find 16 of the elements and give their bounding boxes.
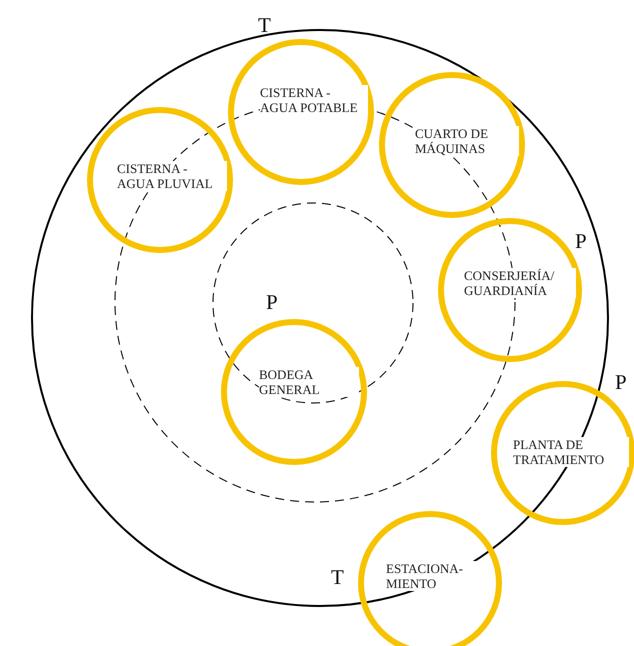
zone-marker: P	[575, 230, 587, 252]
zone-label: CISTERNA - AGUA PLUVIAL	[117, 161, 227, 191]
zone-label: CUARTO DE MÁQUINAS	[415, 126, 519, 156]
zone-label: PLANTA DE TRATAMIENTO	[513, 437, 629, 467]
zone-circle	[221, 319, 367, 465]
zone-circle	[358, 511, 502, 646]
zone-marker: P	[266, 291, 278, 313]
zone-marker: T	[331, 566, 344, 588]
zone-marker: P	[615, 371, 627, 393]
zone-circle	[87, 107, 233, 253]
zone-marker: T	[258, 14, 271, 36]
zone-label: BODEGA GENERAL	[259, 367, 359, 397]
zone-label: CONSERJERÍA/ GUARDIANÍA	[464, 268, 576, 298]
zone-label: CISTERNA - AGUA POTABLE	[260, 85, 368, 115]
zone-circle	[228, 39, 374, 185]
zone-circle	[379, 72, 525, 218]
